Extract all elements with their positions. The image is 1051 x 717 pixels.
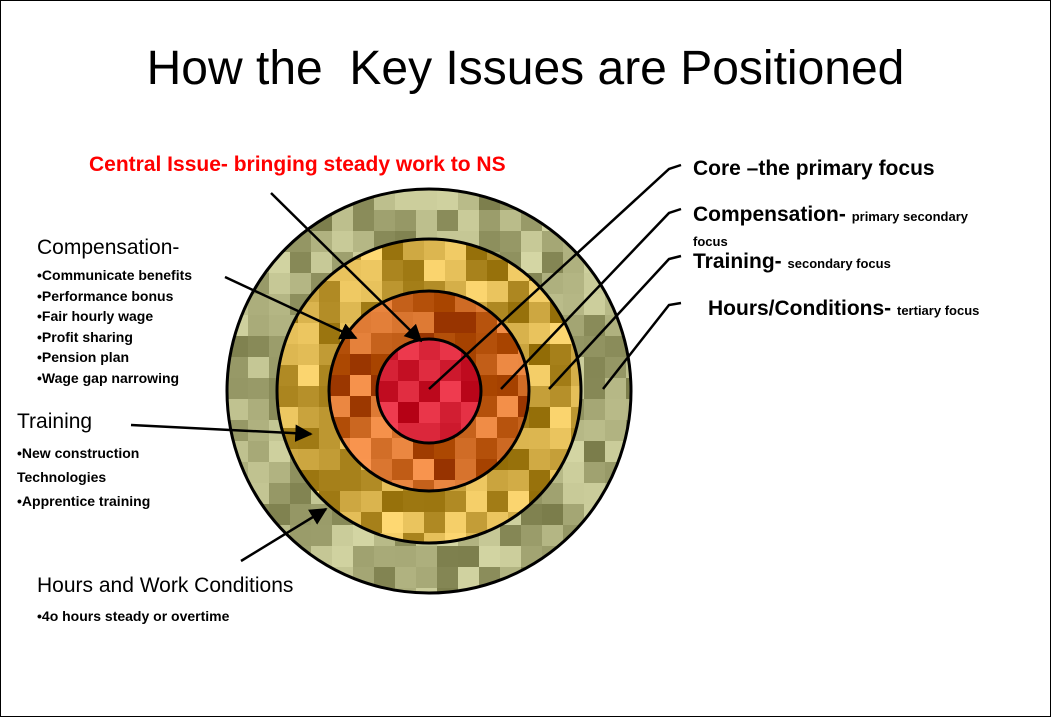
hours-leader-line (602, 301, 682, 390)
training-circle (327, 289, 531, 493)
compensation-list: •Communicate benefits •Performance bonus •… (37, 265, 192, 388)
legend-hours-main: Hours/Conditions- (708, 297, 892, 320)
training-leader-line (548, 254, 682, 390)
compensation-list-item: •Pension plan (37, 349, 130, 365)
compensation-arrow (224, 275, 358, 340)
training-heading: Training (17, 410, 93, 433)
hours-heading: Hours and Work Conditions (37, 574, 294, 597)
compensation-list-item: •Communicate benefits (37, 267, 193, 283)
legend-hours-sub: tertiary focus (897, 303, 980, 318)
legend-hours: Hours/Conditions- tertiary focus (708, 297, 979, 321)
compensation-list-item: •Performance bonus (37, 287, 174, 304)
hours-list: •4o hours steady or overtime (37, 606, 229, 626)
core-leader-line (428, 163, 682, 390)
core-circle (375, 337, 483, 445)
hours-arrow (240, 507, 328, 563)
central-issue-label: Central Issue- bringing steady work to N… (89, 153, 506, 176)
legend-compensation: Compensation- primary secondary (693, 203, 968, 227)
legend-training-main: Training- (693, 250, 782, 273)
central-issue-arrow (270, 192, 423, 343)
legend-compensation-main: Compensation- (693, 203, 846, 226)
hours-list-item: •4o hours steady or overtime (37, 608, 230, 624)
training-list-item: •New construction (17, 445, 140, 461)
legend-core-main: Core –the primary focus (693, 157, 935, 180)
legend-compensation-sub2: focus (693, 234, 728, 249)
compensation-list-item: •Wage gap narrowing (37, 369, 180, 386)
compensation-list-item: •Fair hourly wage (37, 308, 154, 324)
compensation-leader-line (500, 207, 682, 390)
legend-training-sub: secondary focus (787, 256, 891, 271)
compensation-heading: Compensation- (37, 236, 180, 259)
compensation-circle (275, 237, 583, 545)
legend-compensation-sub: primary secondary (851, 209, 969, 224)
legend-core: Core –the primary focus (693, 157, 935, 181)
compensation-list-item: •Profit sharing (37, 328, 133, 345)
training-list-item: Technologies (17, 469, 107, 485)
slide-title: How the Key Issues are Positioned (146, 42, 905, 95)
outer-circle (225, 187, 633, 595)
training-arrow (130, 423, 313, 442)
legend-training: Training- secondary focus (693, 250, 891, 274)
training-list-item: •Apprentice training (17, 493, 151, 509)
